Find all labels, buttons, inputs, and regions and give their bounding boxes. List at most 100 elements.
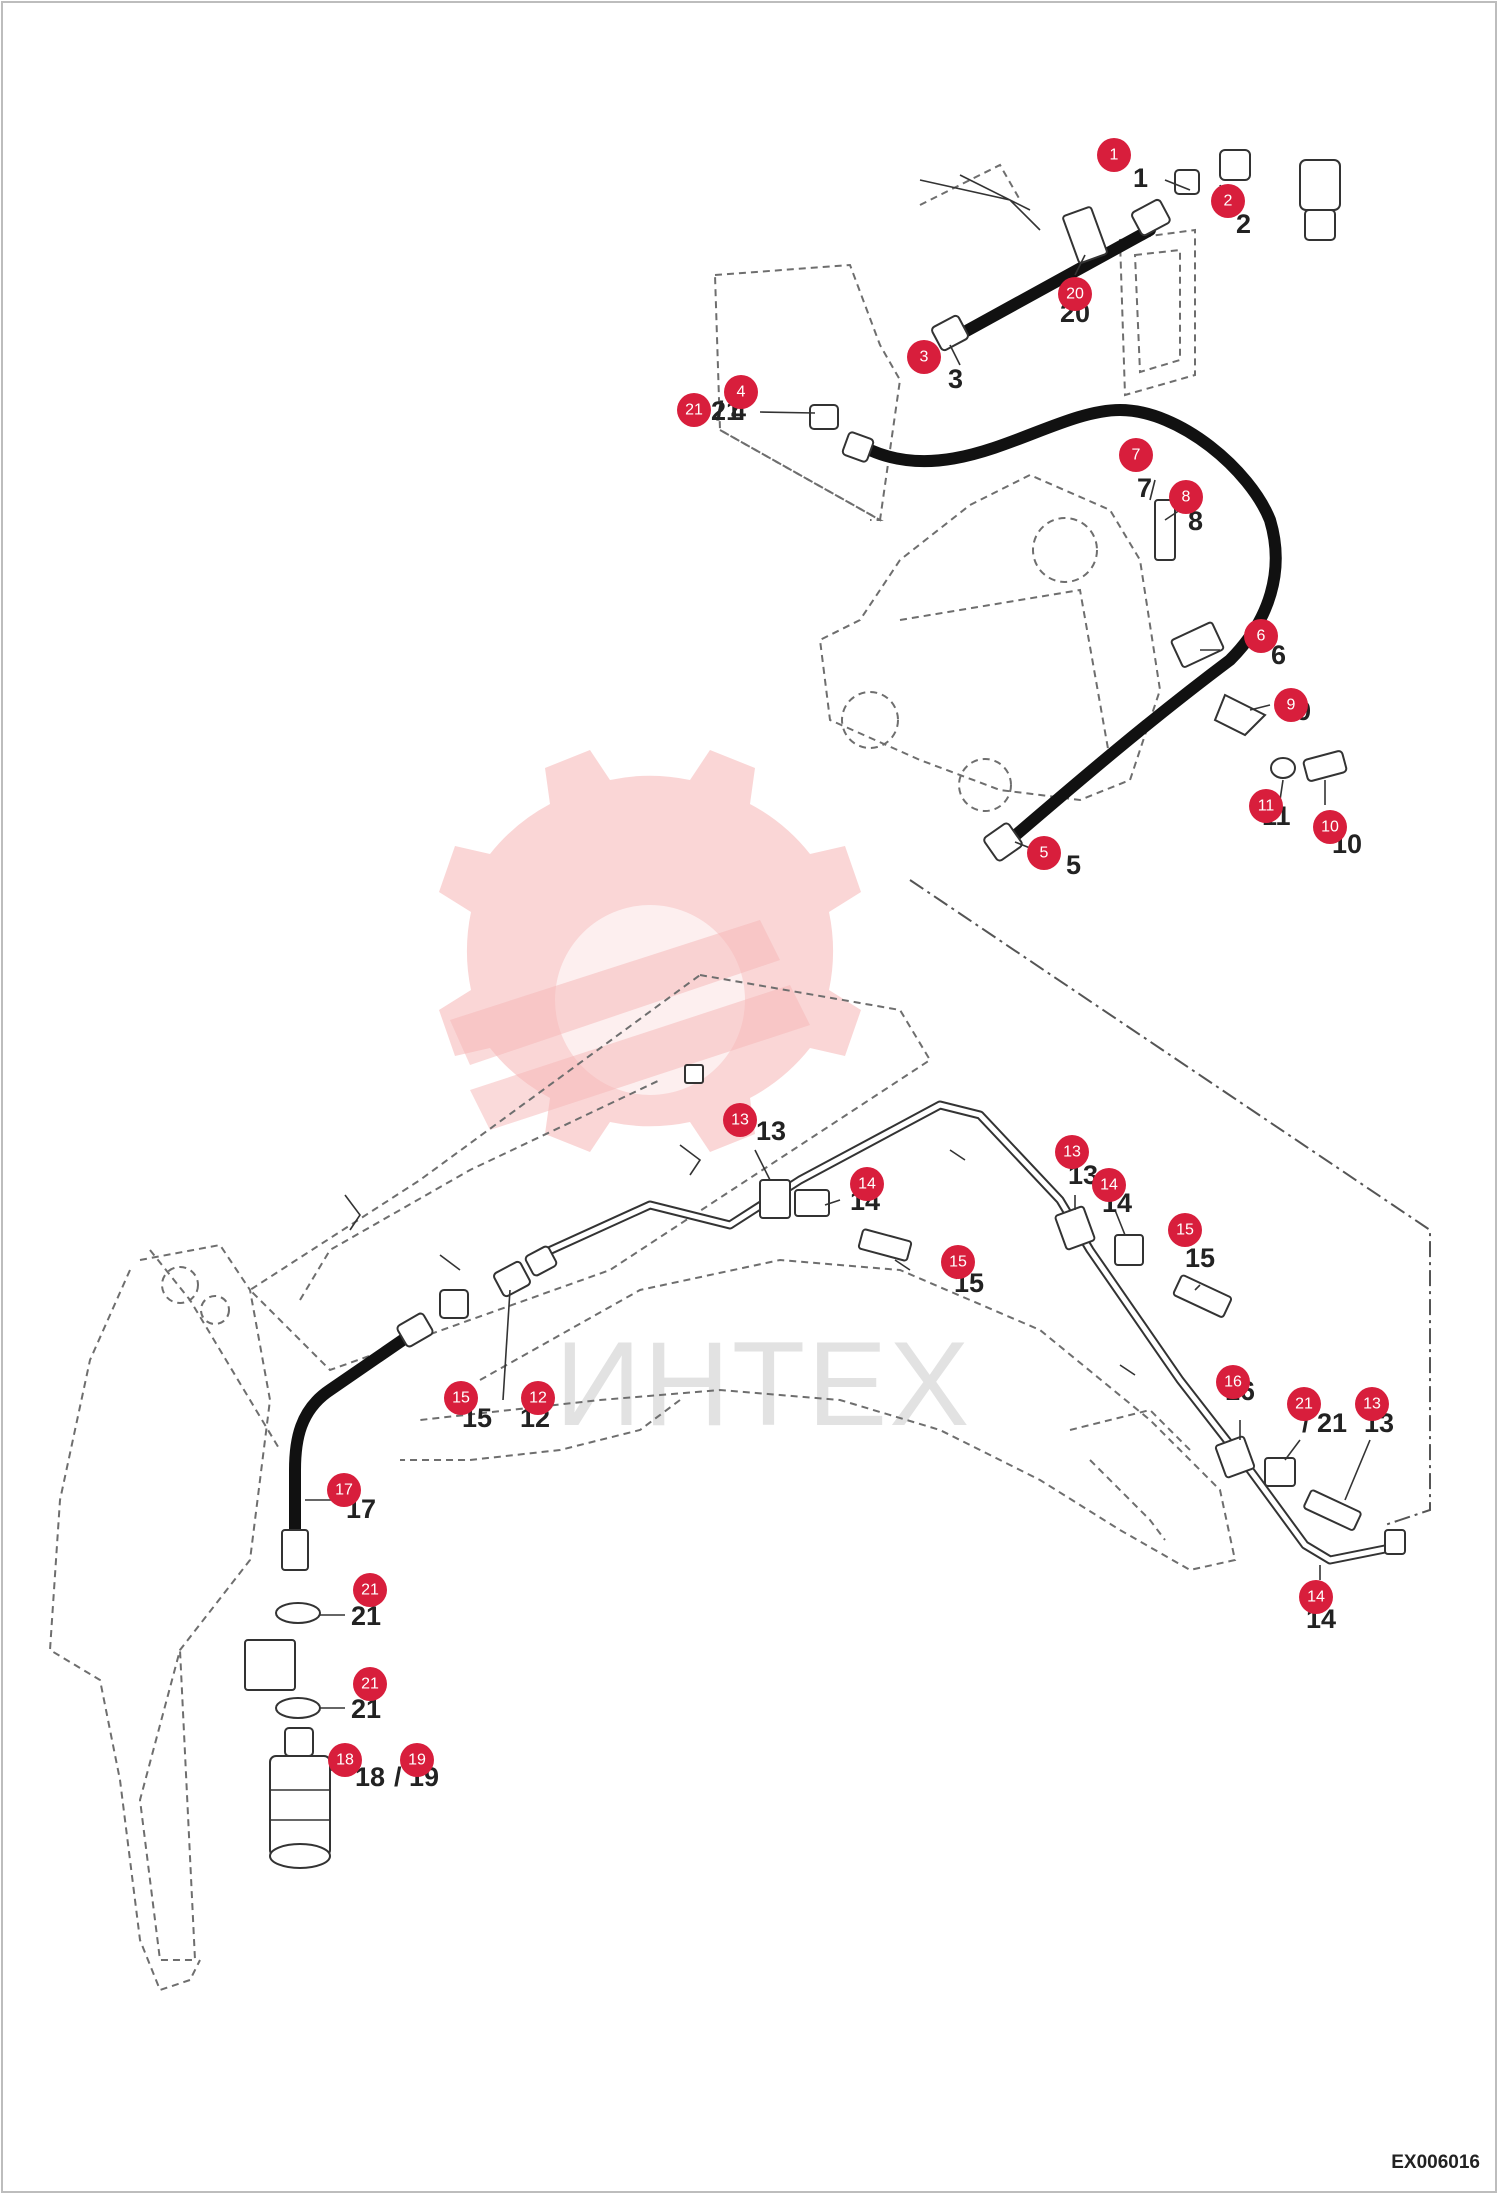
callout-badge[interactable]: 2 [1211,184,1245,218]
callout-badge-number: 14 [1307,1589,1325,1606]
callout-badge-number: 1 [1110,147,1119,164]
callout-badge-circle [353,1667,387,1701]
callout-badge[interactable]: 7 [1119,438,1153,472]
callout-badge-circle [1055,1135,1089,1169]
callout-badge-number: 21 [685,402,703,419]
callout-badge-circle [1249,789,1283,823]
callout-badge-number: 8 [1182,489,1191,506]
callout-badge-number: 20 [1066,286,1084,303]
callout-badge-number: 3 [920,349,929,366]
callout-badge-circle [1211,184,1245,218]
callout-badge-circle [941,1245,975,1279]
callout-badge-circle [327,1473,361,1507]
assembly-boundary [909,879,1431,1526]
callout-badge[interactable]: 1 [1097,138,1131,172]
callout-badge-number: 9 [1287,697,1296,714]
callout-badge-number: 21 [1295,1396,1313,1413]
arm-ghost [48,973,1237,1992]
callout-badge-circle [850,1167,884,1201]
callout-badge-circle [1058,277,1092,311]
callout-badge-circle [1168,1213,1202,1247]
callout-label: 3 [948,364,963,394]
callout-badge-number: 10 [1321,819,1339,836]
callout-badge-number: 15 [1176,1222,1194,1239]
callout-badge-number: 13 [731,1112,749,1129]
callout-badge[interactable]: 16 [1216,1365,1250,1399]
callout-label: 6 [1271,640,1286,670]
callout-badge[interactable]: 14 [1092,1168,1126,1202]
callout-badge-circle [444,1381,478,1415]
callout-badge-number: 18 [336,1752,354,1769]
callout-badge-circle [1274,688,1308,722]
callout-badge-number: 14 [858,1176,876,1193]
callout-badge-circle [1119,438,1153,472]
upper-fittings [809,149,1348,862]
callout-badge[interactable]: 21 [353,1573,387,1607]
callout-badge[interactable]: 4 [724,375,758,409]
callout-badge[interactable]: 13 [1055,1135,1089,1169]
callout-badge[interactable]: 15 [444,1381,478,1415]
callout-badge[interactable]: 15 [941,1245,975,1279]
callout-badge[interactable]: 6 [1244,619,1278,653]
callout-badge-number: 16 [1224,1374,1242,1391]
callout-badge[interactable]: 17 [327,1473,361,1507]
callout-badge[interactable]: 12 [521,1381,555,1415]
callout-badge-number: 13 [1363,1396,1381,1413]
upper-bracket-ghost [713,163,1196,812]
callout-badge[interactable]: 21 [353,1667,387,1701]
callout-badge-circle [1027,836,1061,870]
callout-badge-number: 14 [1100,1177,1118,1194]
callout-badge-number: 15 [452,1390,470,1407]
callout-badge-number: 11 [1258,798,1275,815]
callout-label: 7 [1137,473,1152,503]
callout-badge[interactable]: 21 [1287,1387,1321,1421]
arm-pipe [535,1100,1395,1565]
callout-badge-circle [1355,1387,1389,1421]
callout-label: 13 [756,1116,786,1146]
callout-badge-number: 4 [737,384,746,401]
callout-badge-number: 21 [361,1676,379,1693]
callout-badge[interactable]: 21 [677,393,711,427]
watermark-text: ИНТЕХ [555,1317,971,1451]
callout-badge[interactable]: 14 [1299,1580,1333,1614]
callout-badge[interactable]: 9 [1274,688,1308,722]
callout-badge[interactable]: 8 [1169,480,1203,514]
callout-badge-number: 15 [949,1254,967,1271]
callout-label: 15 [1185,1243,1215,1273]
callout-badge-circle [724,375,758,409]
arm-fittings [244,1064,1406,1869]
callout-badge[interactable]: 18 [328,1743,362,1777]
callout-badge[interactable]: 5 [1027,836,1061,870]
callout-label: 1 [1133,163,1148,193]
callout-badge-circle [1169,480,1203,514]
callout-badge-circle [723,1103,757,1137]
callout-badge[interactable]: 13 [723,1103,757,1137]
callout-badge[interactable]: 19 [400,1743,434,1777]
callout-badge[interactable]: 13 [1355,1387,1389,1421]
callout-badge[interactable]: 10 [1313,810,1347,844]
callout-badge[interactable]: 3 [907,340,941,374]
callout-badge-number: 12 [529,1390,547,1407]
callout-badge-circle [1299,1580,1333,1614]
callout-badge-circle [907,340,941,374]
callout-badge[interactable]: 15 [1168,1213,1202,1247]
callout-label: 2 [1236,209,1251,239]
callout-badge-circle [1244,619,1278,653]
callout-badge-number: 6 [1257,628,1266,645]
callout-badge-number: 19 [408,1752,426,1769]
callout-badge[interactable]: 14 [850,1167,884,1201]
upper-hoses [864,224,1282,846]
callout-badge-circle [353,1573,387,1607]
callout-badge-number: 13 [1063,1144,1081,1161]
callout-badge[interactable]: 11 [1249,789,1283,823]
callout-badge-circle [1287,1387,1321,1421]
callout-badge-number: 7 [1132,447,1141,464]
callout-badge-circle [1097,138,1131,172]
callout-badge-number: 5 [1040,845,1049,862]
callout-badge-circle [1092,1168,1126,1202]
callout-badge-number: 2 [1224,193,1233,210]
callout-badge[interactable]: 20 [1058,277,1092,311]
callout-badge-circle [328,1743,362,1777]
